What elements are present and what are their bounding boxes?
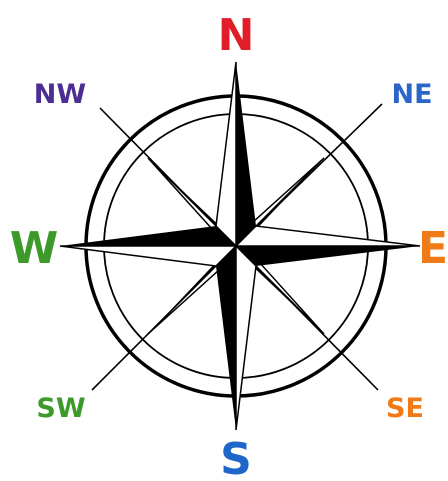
south-label: S — [220, 434, 252, 481]
east-label: E — [418, 223, 448, 274]
southwest-label: SW — [36, 393, 85, 424]
south-point-dark — [216, 246, 236, 430]
southeast-label: SE — [386, 393, 424, 424]
northwest-label: NW — [34, 79, 86, 110]
east-point-dark — [236, 246, 420, 266]
west-label: W — [10, 223, 59, 274]
north-label: N — [218, 10, 255, 61]
south-point-light — [236, 246, 256, 430]
northeast-label: NE — [391, 79, 432, 110]
cardinal-points — [60, 62, 420, 430]
east-point-light — [236, 226, 420, 246]
north-point-dark — [236, 62, 256, 246]
north-point-light — [216, 62, 236, 246]
